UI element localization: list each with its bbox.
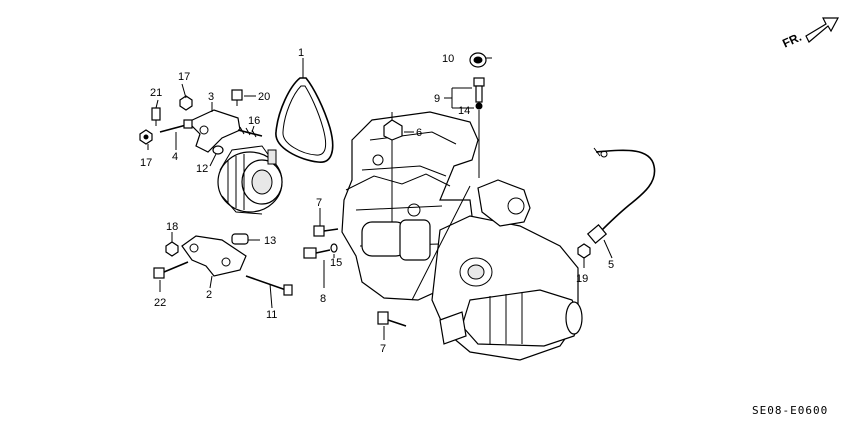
oil-pressure-housing [361, 219, 431, 261]
callout-19: 19 [576, 273, 588, 285]
callout-3: 3 [208, 91, 214, 103]
nut-18 [165, 241, 179, 257]
alternator-adjusting-bracket [186, 109, 241, 153]
callout-6: 6 [416, 127, 422, 139]
through-bolt-11 [245, 275, 293, 296]
drive-belt [275, 58, 334, 163]
alternator-lower-bracket [181, 235, 247, 277]
nut-17-left [139, 129, 153, 145]
callout-7-lower: 7 [380, 343, 386, 355]
sensor-8 [303, 247, 331, 259]
starter-motor [439, 289, 583, 347]
bolt-20 [231, 89, 243, 106]
direction-label: FR. [780, 30, 803, 51]
callout-12: 12 [196, 163, 208, 175]
front-direction-indicator: FR. [780, 17, 840, 51]
callout-11: 11 [266, 309, 277, 321]
nut-17-top [179, 95, 193, 111]
oil-pressure-switch-7-upper [313, 225, 339, 237]
callout-18: 18 [166, 221, 178, 233]
callout-10: 10 [442, 53, 454, 65]
alternator [217, 145, 283, 215]
callout-15: 15 [330, 257, 342, 269]
diagram-code: SE08-E0600 [752, 404, 828, 417]
callout-4: 4 [172, 151, 178, 163]
cap-10 [469, 52, 487, 68]
collar-13 [231, 233, 249, 245]
callout-22: 22 [154, 297, 166, 309]
callout-9: 9 [434, 93, 440, 105]
callout-8: 8 [320, 293, 326, 305]
callout-21: 21 [150, 87, 162, 99]
oil-pressure-switch-7-lower [377, 311, 407, 327]
nut-19 [577, 243, 591, 259]
callout-7-upper: 7 [316, 197, 322, 209]
callout-17-left: 17 [140, 157, 152, 169]
bolt-16 [237, 126, 263, 138]
callout-13: 13 [264, 235, 276, 247]
water-outlet-housing [477, 179, 531, 227]
bolt-22 [153, 261, 189, 279]
collar-12 [212, 145, 224, 155]
callout-1: 1 [298, 47, 304, 59]
bolt-21 [151, 107, 161, 126]
front-arrow-icon [805, 17, 840, 43]
speedometer-cable-5 [586, 147, 656, 244]
callout-2: 2 [206, 289, 212, 301]
callout-20: 20 [258, 91, 270, 103]
callout-14: 14 [458, 105, 470, 117]
callout-5: 5 [608, 259, 614, 271]
callout-labels: 1 2 3 4 5 6 7 7 8 9 10 11 12 13 14 15 16… [140, 47, 614, 355]
gauge-sender-14 [473, 77, 485, 178]
leader-lines [147, 57, 613, 340]
callout-16: 16 [248, 115, 260, 127]
washer-15 [330, 243, 338, 253]
temperature-switch-6 [383, 112, 403, 222]
callout-17-top: 17 [178, 71, 190, 83]
bolt-4 [159, 119, 193, 133]
